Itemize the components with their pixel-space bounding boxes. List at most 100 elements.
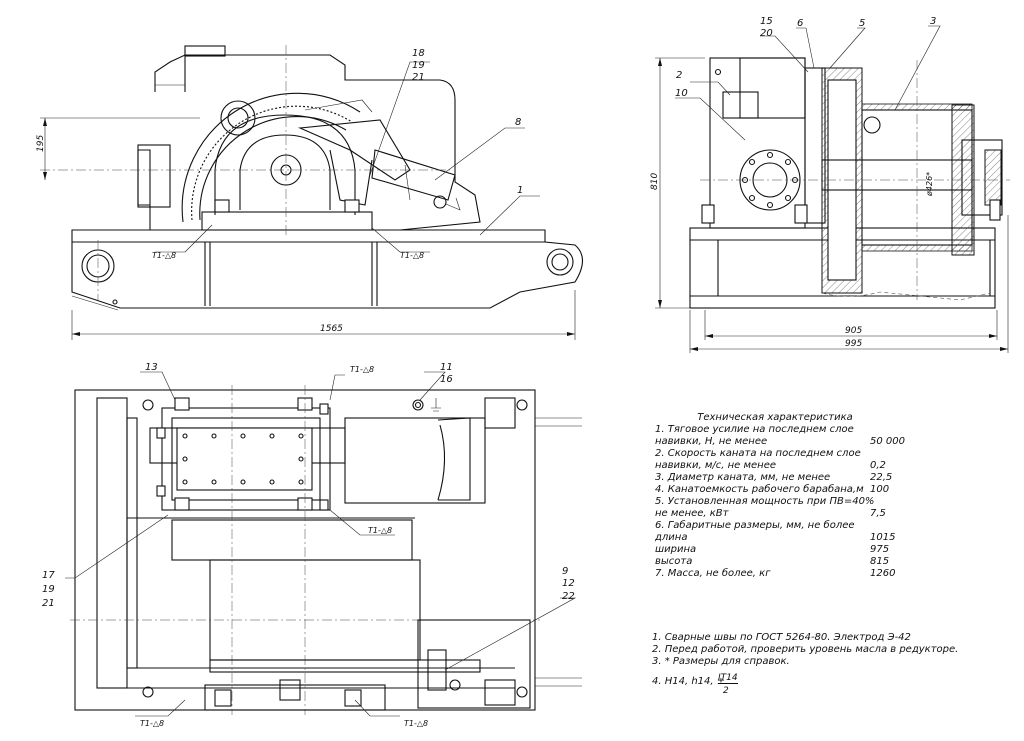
dim-1565: 1565 xyxy=(320,324,343,334)
spec-row: 6. Габаритные размеры, мм, не более xyxy=(655,520,915,532)
pos-1: 1 xyxy=(517,185,523,196)
spec-label: 7. Масса, не более, кг xyxy=(655,568,771,579)
spec-row: навивки, Н, не менее 50 000 xyxy=(655,436,915,448)
front-view-labels: 1565 195 18 19 21 8 1 T1-△8 T1-△8 xyxy=(36,48,523,334)
technical-specification: Техническая характеристика 1. Тяговое ус… xyxy=(655,412,915,580)
weld-symbol: T1-△8 xyxy=(368,526,392,535)
spec-value: 1015 xyxy=(870,532,896,543)
ratchet-pawl xyxy=(297,119,411,181)
side-view-labels: 810 905 995 ø426* 2 10 15 20 6 5 3 xyxy=(650,16,936,349)
pos-2: 2 xyxy=(676,70,682,81)
pos-3: 3 xyxy=(930,16,936,27)
electric-motor xyxy=(344,417,486,504)
pos-5: 5 xyxy=(859,18,865,29)
dim-995: 995 xyxy=(845,339,862,349)
top-drum xyxy=(209,559,421,661)
tolerance-numerator: IT14 xyxy=(718,673,738,684)
note-4: 4. Н14, h14, ± xyxy=(652,676,726,687)
note-2: 2. Перед работой, проверить уровень масл… xyxy=(652,644,959,655)
pos-9: 9 xyxy=(562,566,568,577)
spec-value: 50 000 xyxy=(870,436,905,447)
side-view xyxy=(655,25,1010,353)
pos-16: 16 xyxy=(440,374,453,385)
spec-label: 1. Тяговое усилие на последнем слое xyxy=(655,424,854,435)
pos-8: 8 xyxy=(515,117,521,128)
gearbox-housing xyxy=(137,54,481,231)
pos-21-top: 21 xyxy=(42,598,55,609)
spec-row: навивки, м/с, не менее 0,2 xyxy=(655,460,915,472)
top-view-labels: 13 T1-△8 11 16 T1-△8 17 19 21 9 12 22 T1… xyxy=(42,362,575,728)
spec-label: высота xyxy=(655,556,693,567)
pos-19: 19 xyxy=(412,60,425,71)
base-right-eye xyxy=(546,248,574,276)
dim-195: 195 xyxy=(36,135,46,152)
brake-lever xyxy=(371,149,456,201)
spec-value: 22,5 xyxy=(870,472,893,483)
pos-6: 6 xyxy=(797,18,803,29)
pos-10: 10 xyxy=(675,88,688,99)
spec-value: 100 xyxy=(870,484,890,495)
spec-row: высота 815 xyxy=(655,556,915,568)
spec-label: 6. Габаритные размеры, мм, не более xyxy=(655,520,855,531)
shaft-end xyxy=(984,149,1002,206)
brake-band xyxy=(209,659,481,673)
spec-row: 3. Диаметр каната, мм, не менее 22,5 xyxy=(655,472,915,484)
spec-value: 7,5 xyxy=(870,508,886,519)
weld-symbol: T1-△8 xyxy=(404,719,428,728)
spec-value: 975 xyxy=(870,544,890,555)
top-gearbox xyxy=(161,407,331,511)
weld-symbol: T1-△8 xyxy=(152,251,176,260)
drawing-notes: 1. Сварные швы по ГОСТ 5264-80. Электрод… xyxy=(652,632,958,688)
front-view xyxy=(40,45,584,340)
pos-13: 13 xyxy=(145,362,158,373)
pos-21: 21 xyxy=(412,72,425,83)
spec-label: длина xyxy=(655,532,688,543)
weld-symbol: T1-△8 xyxy=(400,251,424,260)
large-gear-outline xyxy=(181,92,361,223)
spec-value: 0,2 xyxy=(870,460,886,471)
side-gearbox xyxy=(709,57,806,229)
pos-22: 22 xyxy=(562,591,575,602)
top-view xyxy=(65,371,582,717)
dim-905: 905 xyxy=(845,326,862,336)
spec-label: 5. Установленная мощность при ПВ=40% xyxy=(655,496,875,507)
pos-11: 11 xyxy=(440,362,453,373)
pos-15: 15 xyxy=(760,16,773,27)
pos-18: 18 xyxy=(412,48,425,59)
note-1: 1. Сварные швы по ГОСТ 5264-80. Электрод… xyxy=(652,632,911,643)
base-frame-outline xyxy=(71,229,584,309)
pos-20: 20 xyxy=(760,28,773,39)
pos-19-top: 19 xyxy=(42,584,55,595)
dim-810: 810 xyxy=(650,173,660,190)
spec-row: длина 1015 xyxy=(655,532,915,544)
spec-row: ширина 975 xyxy=(655,544,915,556)
spec-label: навивки, м/с, не менее xyxy=(655,460,777,471)
spec-label: 4. Канатоемкость рабочего барабана,м xyxy=(655,484,864,495)
pinion-gear xyxy=(220,100,256,136)
spec-value: 815 xyxy=(870,556,890,567)
weld-symbol: T1-△8 xyxy=(350,365,374,374)
spec-label: ширина xyxy=(655,544,697,555)
pos-12: 12 xyxy=(562,578,575,589)
note-3: 3. * Размеры для справок. xyxy=(652,656,790,667)
spec-value: 1260 xyxy=(870,568,896,579)
spec-row: 4. Канатоемкость рабочего барабана,м 100 xyxy=(655,484,915,496)
weld-symbol: T1-△8 xyxy=(140,719,164,728)
pos-17: 17 xyxy=(42,570,55,581)
spec-row: 7. Масса, не более, кг 1260 xyxy=(655,568,915,580)
spec-row: 1. Тяговое усилие на последнем слое xyxy=(655,424,915,436)
spec-title: Техническая характеристика xyxy=(697,412,853,423)
spec-row: 2. Скорость каната на последнем слое xyxy=(655,448,915,460)
gearbox-inspection-cover xyxy=(722,91,759,119)
top-lever-assembly xyxy=(417,619,531,709)
spec-row: 5. Установленная мощность при ПВ=40% xyxy=(655,496,915,508)
shaft-bearing-support xyxy=(214,114,356,215)
top-gearbox-cover xyxy=(171,417,321,501)
spec-label: 2. Скорость каната на последнем слое xyxy=(655,448,861,459)
tolerance-denominator: 2 xyxy=(723,686,729,696)
dim-drum-diameter: ø426* xyxy=(925,172,934,197)
spec-label: 3. Диаметр каната, мм, не менее xyxy=(655,472,831,483)
spec-label: навивки, Н, не менее xyxy=(655,436,768,447)
